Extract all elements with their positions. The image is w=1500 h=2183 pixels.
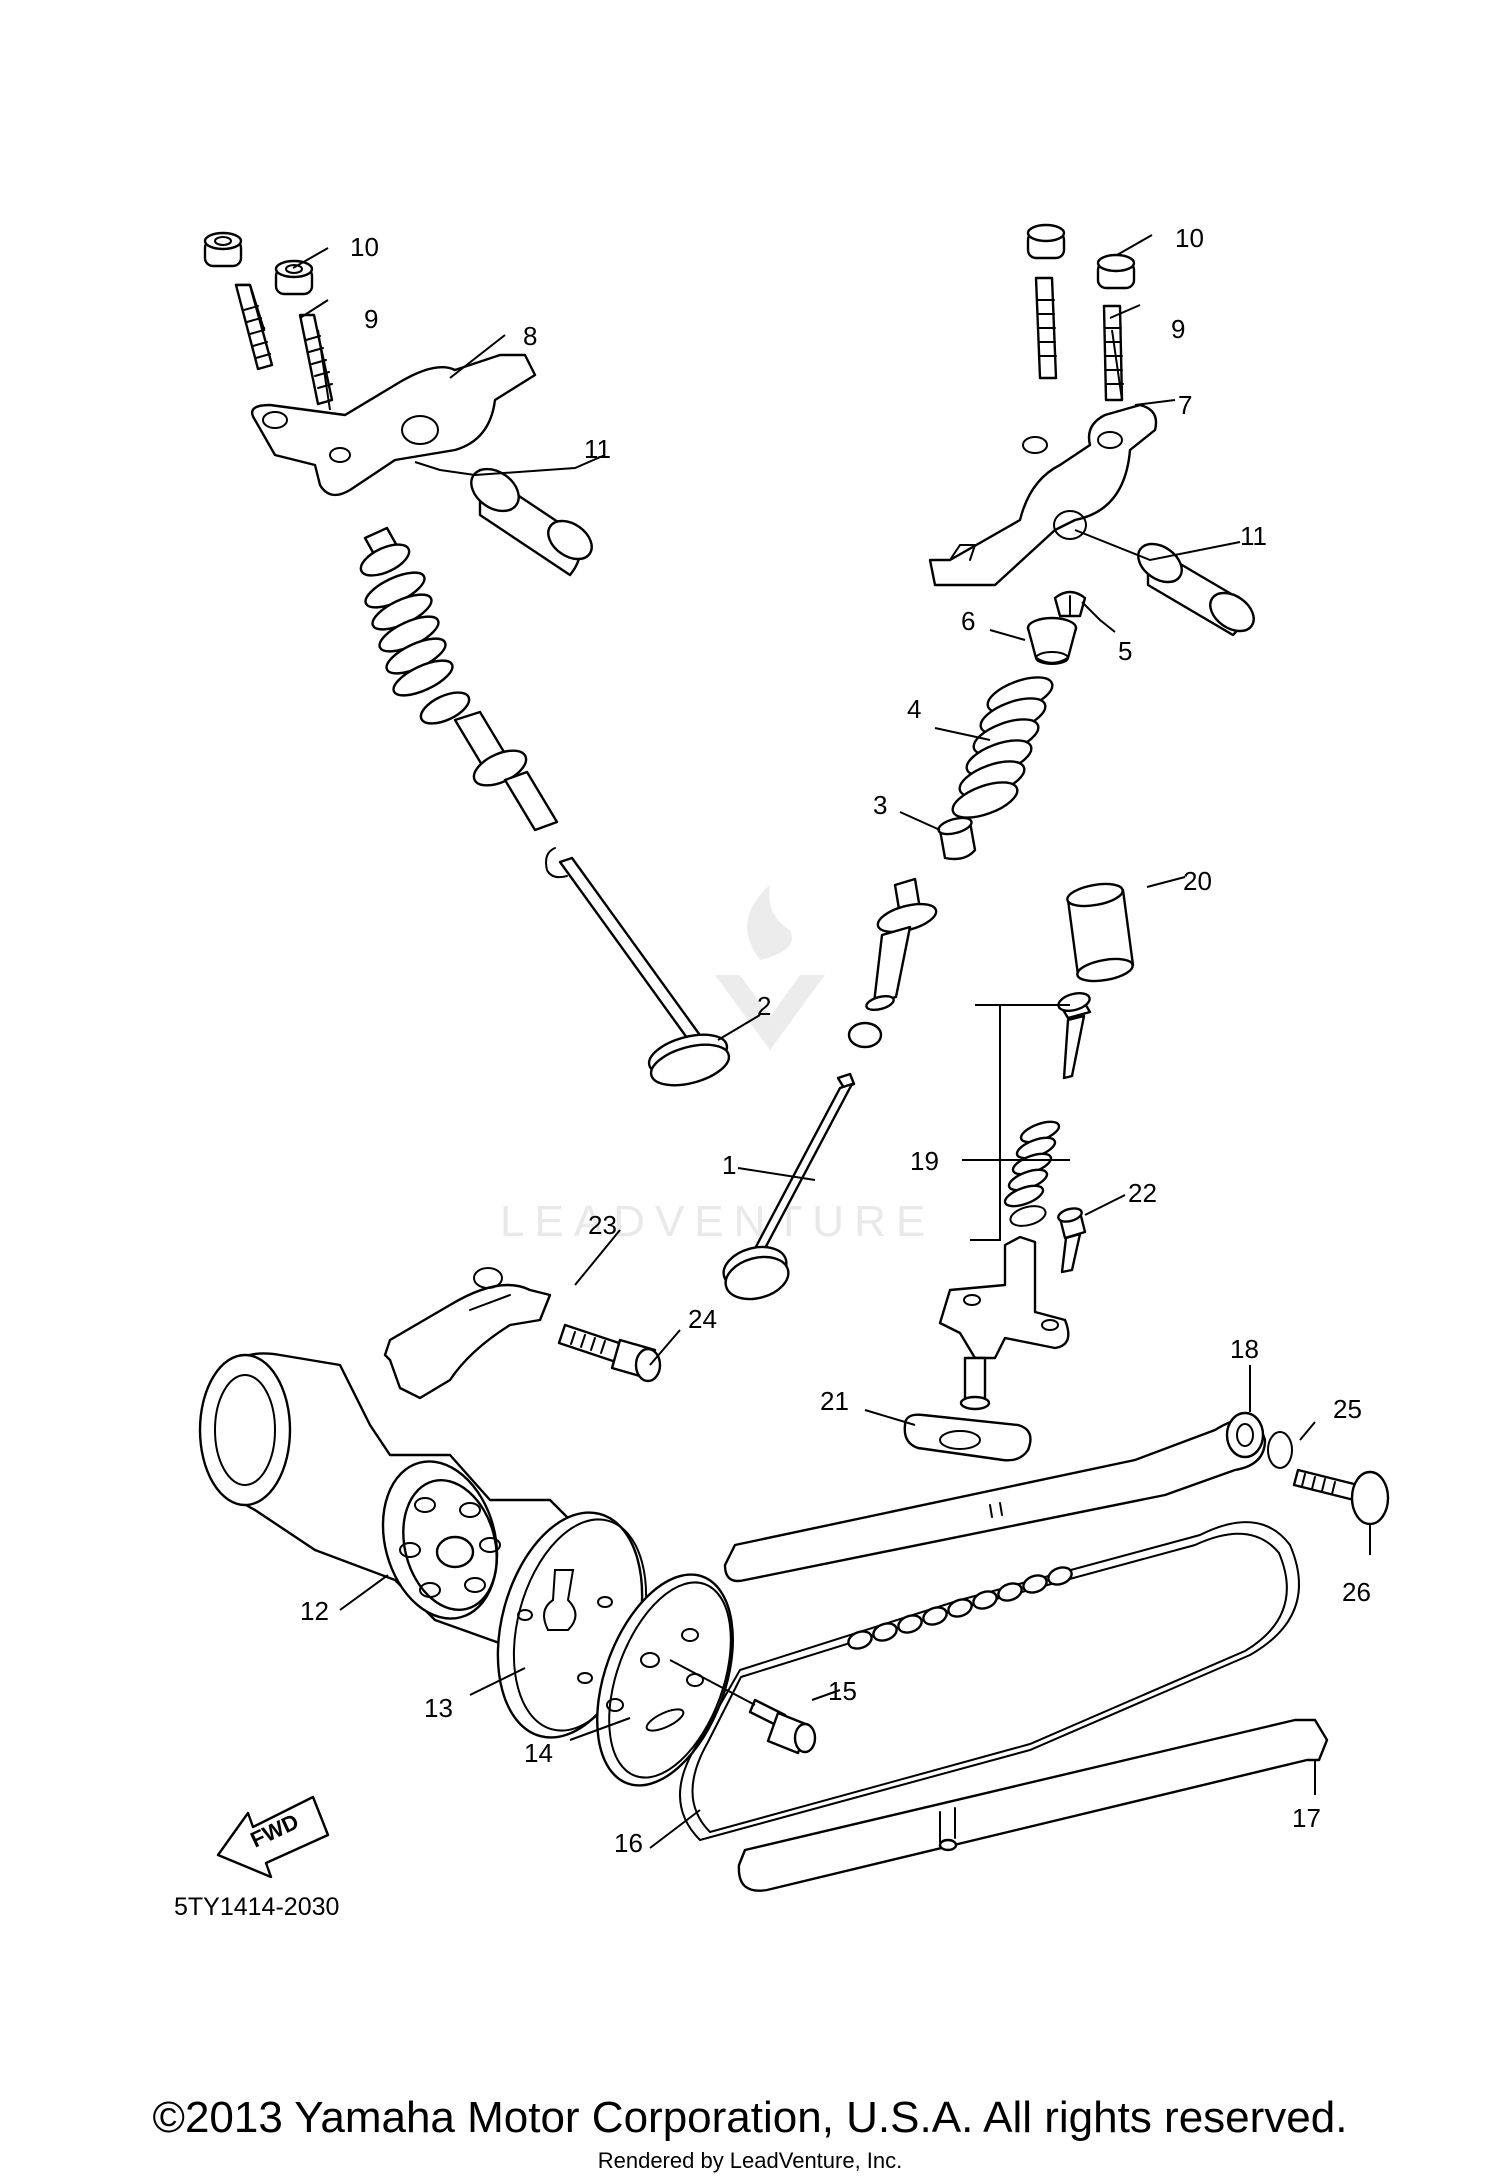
callout-26: 26	[1342, 1577, 1371, 1607]
leadventure-watermark: LEADVENTURE	[500, 885, 935, 1246]
part-7-rocker-arm-right[interactable]	[928, 403, 1158, 587]
callout-25: 25	[1333, 1394, 1362, 1424]
callout-2: 2	[757, 991, 771, 1021]
callout-18: 18	[1230, 1334, 1259, 1364]
callout-12: 12	[300, 1596, 329, 1626]
part-24-bolt[interactable]	[557, 1323, 662, 1383]
callout-4: 4	[907, 694, 921, 724]
callout-17: 17	[1292, 1803, 1321, 1833]
leader-lines	[292, 234, 1371, 1849]
part-5-valve-cotter[interactable]	[1053, 590, 1087, 618]
callout-10-left: 10	[350, 232, 379, 262]
callout-7: 7	[1178, 390, 1192, 420]
part-16-cam-chain[interactable]	[679, 1521, 1300, 1842]
callout-5: 5	[1118, 636, 1132, 666]
part-10-nut-left[interactable]	[203, 231, 314, 296]
part-26-guide-bolt[interactable]	[1292, 1468, 1390, 1526]
part-12-camshaft[interactable]	[198, 1352, 587, 1647]
right-valve-guide[interactable]	[865, 877, 939, 1012]
callout-16: 16	[614, 1828, 643, 1858]
diagram-code: 5TY1414-2030	[174, 1893, 339, 1921]
part-18-tensioner-guide[interactable]	[723, 1411, 1267, 1583]
part-14-cam-sprocket[interactable]	[571, 1556, 759, 1804]
part-15-sprocket-bolt[interactable]	[748, 1698, 817, 1755]
callout-11-right: 11	[1240, 521, 1267, 551]
callout-19: 19	[910, 1146, 939, 1176]
part-25-o-ring[interactable]	[1267, 1431, 1293, 1469]
part-11-rocker-shaft-right[interactable]	[1131, 536, 1261, 639]
copyright-notice: ©2013 Yamaha Motor Corporation, U.S.A. A…	[152, 2093, 1348, 2142]
part-9-adjuster-screw-right[interactable]	[1034, 276, 1124, 402]
part-3-valve-seal[interactable]	[937, 815, 977, 861]
callout-22: 22	[1128, 1178, 1157, 1208]
part-17-chain-guide[interactable]	[737, 1718, 1329, 1892]
left-valve-assembly[interactable]	[356, 526, 733, 1093]
part-20-tensioner-cap[interactable]	[1066, 880, 1135, 984]
part-23-chain-guide-stopper[interactable]	[383, 1267, 552, 1400]
callout-3: 3	[873, 790, 887, 820]
callout-9-left: 9	[364, 304, 378, 334]
callout-14: 14	[524, 1738, 553, 1768]
part-19-tensioner-set[interactable]	[938, 990, 1092, 1411]
rendered-by-notice: Rendered by LeadVenture, Inc.	[597, 2148, 903, 2173]
part-9-adjuster-screw-left[interactable]	[234, 283, 334, 406]
part-10-nut-right[interactable]	[1026, 223, 1136, 290]
part-21-tensioner-gasket[interactable]	[903, 1413, 1032, 1462]
callout-20: 20	[1183, 866, 1212, 896]
callout-1: 1	[722, 1150, 736, 1180]
callout-labels: 1 2 3 4 5 6 7 8 9 9 10 10 11 11 12 13 14…	[300, 223, 1371, 1858]
callout-21: 21	[820, 1386, 849, 1416]
part-22-tensioner-bolt[interactable]	[1057, 1206, 1087, 1274]
part-4-valve-spring[interactable]	[948, 670, 1056, 825]
callout-15: 15	[828, 1676, 857, 1706]
part-1-valve[interactable]	[719, 1021, 883, 1306]
callout-13: 13	[424, 1693, 453, 1723]
callout-24: 24	[688, 1304, 717, 1334]
watermark-text: LEADVENTURE	[500, 1197, 935, 1246]
callout-9-right: 9	[1171, 314, 1185, 344]
callout-10-right: 10	[1175, 223, 1204, 253]
callout-23: 23	[588, 1210, 617, 1240]
part-8-rocker-arm-left[interactable]	[250, 353, 537, 497]
fwd-arrow: FWD	[216, 1795, 330, 1879]
part-6-valve-retainer[interactable]	[1026, 616, 1078, 665]
part-11-rocker-shaft-left[interactable]	[463, 460, 598, 577]
callout-6: 6	[961, 606, 975, 636]
callout-8: 8	[523, 321, 537, 351]
callout-11-left: 11	[584, 434, 611, 464]
